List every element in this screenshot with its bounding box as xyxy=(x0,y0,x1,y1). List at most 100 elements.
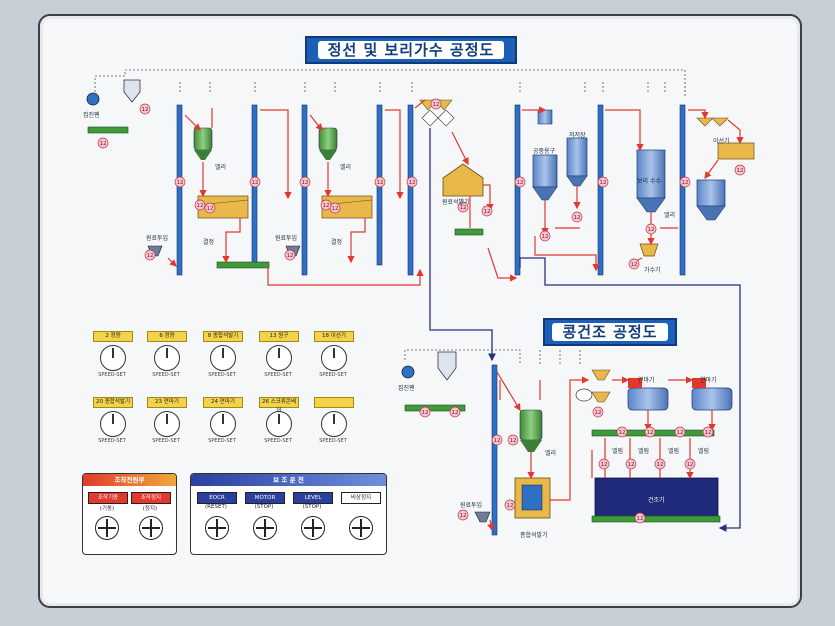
node-marker-label: 12 xyxy=(433,102,440,108)
node-marker-circle xyxy=(734,164,746,176)
level-stop-switch[interactable] xyxy=(301,516,325,540)
label-lift: 엘리 xyxy=(664,212,676,219)
speed-dial[interactable] xyxy=(266,411,292,437)
hopper-icon xyxy=(318,127,338,151)
storage-tank-icon xyxy=(532,109,726,221)
node-marker-circle xyxy=(592,406,604,418)
node-marker-label: 12 xyxy=(737,168,744,174)
hopper-icon xyxy=(519,409,543,441)
node-marker-circle xyxy=(249,176,261,188)
node-marker-label: 12 xyxy=(687,462,694,468)
node-marker-circle xyxy=(144,249,156,261)
label-tank: 보리 수수 xyxy=(637,178,661,185)
speed-dial[interactable] xyxy=(100,345,126,371)
stone-separator-icon xyxy=(442,163,484,197)
speed-set-label: SPEED-SET xyxy=(98,372,126,378)
stop-button-label: 조작정지 xyxy=(131,492,171,504)
node-marker-label: 12 xyxy=(631,262,638,268)
label-dust-collector: 집진팬 xyxy=(83,112,100,119)
start-button[interactable] xyxy=(95,516,119,540)
speed-dial[interactable] xyxy=(100,411,126,437)
node-marker-circle xyxy=(504,499,516,511)
node-marker-circle xyxy=(625,458,637,470)
node-marker-label: 12 xyxy=(422,410,429,416)
node-marker-label: 12 xyxy=(323,203,330,209)
speed-set-label: SPEED-SET xyxy=(264,372,292,378)
node-marker-circle xyxy=(684,458,696,470)
node-marker-circle xyxy=(320,199,332,211)
node-marker-label: 12 xyxy=(287,253,294,259)
label-elevator: 엘림 xyxy=(612,448,624,455)
stop-button[interactable] xyxy=(139,516,163,540)
node-marker-label: 12 xyxy=(637,516,644,522)
node-marker-circle xyxy=(702,426,714,438)
speed-set-label: SPEED-SET xyxy=(319,438,347,444)
node-marker-label: 12 xyxy=(377,180,384,186)
speed-dial[interactable] xyxy=(154,411,180,437)
eocr-label: EOCR xyxy=(197,492,237,504)
speed-dial[interactable] xyxy=(321,411,347,437)
node-marker-circle xyxy=(598,458,610,470)
top-title: 정선 및 보리가수 공정도 xyxy=(305,36,517,64)
speed-dial[interactable] xyxy=(266,345,292,371)
eocr-reset-switch[interactable] xyxy=(205,516,229,540)
washer-icon xyxy=(717,142,755,160)
node-marker-circle xyxy=(616,426,628,438)
node-marker-circle xyxy=(571,211,583,223)
node-marker-label: 12 xyxy=(452,410,459,416)
power-panel-title: 조작전원부 xyxy=(83,474,176,486)
dial-label: 2 정량 xyxy=(93,331,133,342)
node-marker-circle xyxy=(645,223,657,235)
node-marker-circle xyxy=(679,176,691,188)
start-button-sub: (기동) xyxy=(99,506,115,512)
node-marker-circle xyxy=(457,509,469,521)
speed-dial[interactable] xyxy=(154,345,180,371)
node-marker-circle xyxy=(174,176,186,188)
speed-dial[interactable] xyxy=(210,411,236,437)
node-marker-label: 12 xyxy=(619,430,626,436)
node-marker-circle xyxy=(374,176,386,188)
node-marker-circle xyxy=(194,199,206,211)
label-elevator: 엘림 xyxy=(638,448,650,455)
start-button-label: 조작기동 xyxy=(88,492,128,504)
node-marker-circle xyxy=(457,201,469,213)
node-marker-circle xyxy=(406,176,418,188)
speed-set-label: SPEED-SET xyxy=(152,372,180,378)
cyclone-icon xyxy=(123,79,141,103)
node-marker-label: 12 xyxy=(657,462,664,468)
motor-stop-switch[interactable] xyxy=(253,516,277,540)
node-marker-label: 12 xyxy=(252,180,259,186)
node-marker-label: 12 xyxy=(409,180,416,186)
node-marker-label: 12 xyxy=(302,180,309,186)
speed-set-label: SPEED-SET xyxy=(208,372,236,378)
dial-label: 20 종합석발기 xyxy=(93,397,133,408)
hopper-icon xyxy=(193,127,213,151)
label-elevator: 엘림 xyxy=(668,448,680,455)
node-marker-circle xyxy=(204,202,216,214)
node-marker-circle xyxy=(449,406,461,418)
label-dryer-top: 이선기 xyxy=(713,138,730,145)
node-marker-label: 12 xyxy=(100,141,107,147)
product-pipes xyxy=(487,371,716,532)
emergency-stop-switch[interactable] xyxy=(349,516,373,540)
label-lift: 엘리 xyxy=(215,164,227,171)
label-water-adder: 가수기 xyxy=(644,267,661,274)
water-adder-icon xyxy=(639,243,659,257)
speed-set-label: SPEED-SET xyxy=(152,438,180,444)
label-dryer: 건조기 xyxy=(648,497,665,504)
fan-icon xyxy=(86,92,100,106)
aux-panel-title: 보 조 운 전 xyxy=(191,474,386,486)
speed-dial[interactable] xyxy=(321,345,347,371)
label-bin: 공중용구 xyxy=(533,148,556,155)
node-marker-circle xyxy=(539,230,551,242)
node-marker-label: 12 xyxy=(510,438,517,444)
label-lift: 엘리 xyxy=(545,450,557,457)
screener-icon xyxy=(197,195,373,219)
motor-sub: (STOP) xyxy=(254,504,274,510)
node-marker-label: 12 xyxy=(507,503,514,509)
speed-dial[interactable] xyxy=(210,345,236,371)
screw-conveyor-icon xyxy=(404,404,466,412)
bottom-title: 콩건조 공정도 xyxy=(543,318,677,346)
node-marker-circle xyxy=(139,103,151,115)
emergency-label: 비상정지 xyxy=(341,492,381,504)
